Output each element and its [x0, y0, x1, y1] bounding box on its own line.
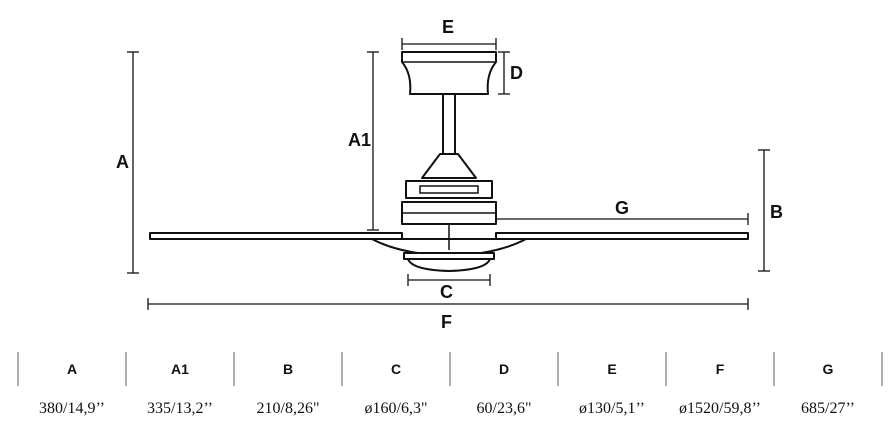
- table-value: 335/13,2’’: [147, 400, 213, 417]
- dimension-labels: A A1 E D G B C F: [116, 17, 783, 332]
- canopy: [401, 51, 497, 95]
- table-header: E: [607, 361, 616, 377]
- label-d: D: [510, 63, 523, 83]
- label-a1: A1: [348, 130, 371, 150]
- motor-upper-band-inner: [419, 185, 479, 194]
- table-header: C: [391, 361, 401, 377]
- downrod: [442, 93, 456, 155]
- table-value: 380/14,9’’: [39, 400, 105, 417]
- ceiling-fan-drawing: [149, 51, 749, 272]
- label-e: E: [442, 17, 454, 37]
- table-value: ø160/6,3": [365, 400, 428, 417]
- table-value: ø130/5,1’’: [579, 400, 645, 417]
- label-b: B: [770, 202, 783, 222]
- table-header: A1: [171, 361, 189, 377]
- table-header: A: [67, 361, 77, 377]
- table-header: D: [499, 361, 509, 377]
- blade-right: [495, 232, 749, 240]
- table-header: F: [716, 361, 725, 377]
- table-header: G: [823, 361, 834, 377]
- light-glass: [407, 258, 491, 272]
- blade-left: [149, 232, 403, 240]
- label-c: C: [440, 282, 453, 302]
- table-header: B: [283, 361, 293, 377]
- table-value: 685/27’’: [801, 400, 855, 417]
- table-value: 60/23,6": [477, 400, 532, 417]
- table-value: 210/8,26": [257, 400, 320, 417]
- motor-cone: [421, 153, 477, 179]
- dimensions-table: A A1 B C D E F G 380/14,9’’ 335/13,2’’ 2…: [17, 352, 883, 417]
- label-a: A: [116, 152, 129, 172]
- label-g: G: [615, 198, 629, 218]
- dimension-lines: [127, 38, 770, 310]
- table-value: ø1520/59,8’’: [679, 400, 761, 417]
- label-f: F: [441, 312, 452, 332]
